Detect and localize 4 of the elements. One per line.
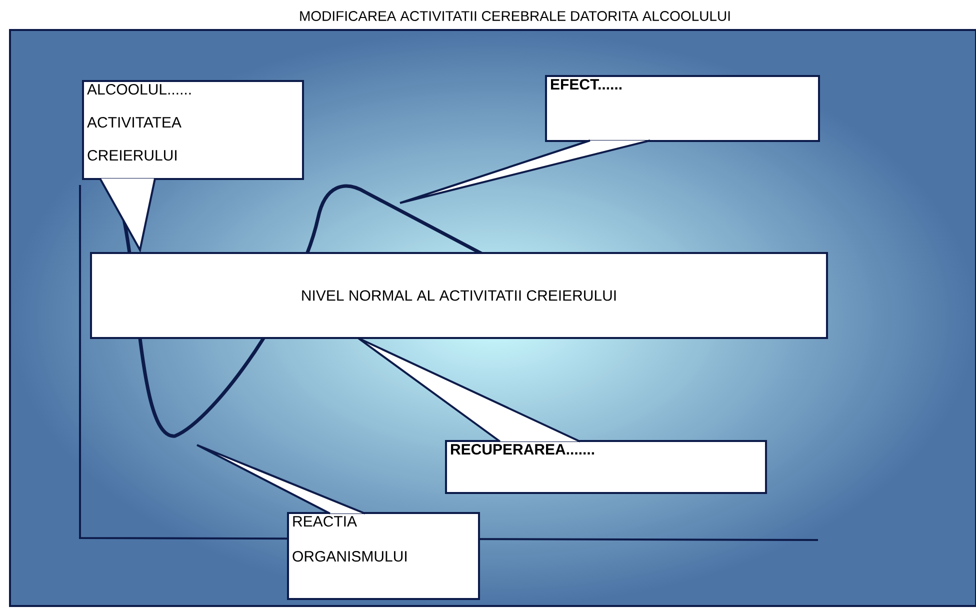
title: MODIFICAREA ACTIVITATII CEREBRALE DATORITA ALCOOLULUI bbox=[300, 11, 730, 21]
speech-bubble: EFECT...... bbox=[399, 75, 820, 204]
speech-bubble: ALCOOLUL...... ACTIVITATEA CREIERULUI bbox=[82, 80, 304, 253]
speech-bubble: RECUPERAREA....... bbox=[357, 337, 767, 494]
